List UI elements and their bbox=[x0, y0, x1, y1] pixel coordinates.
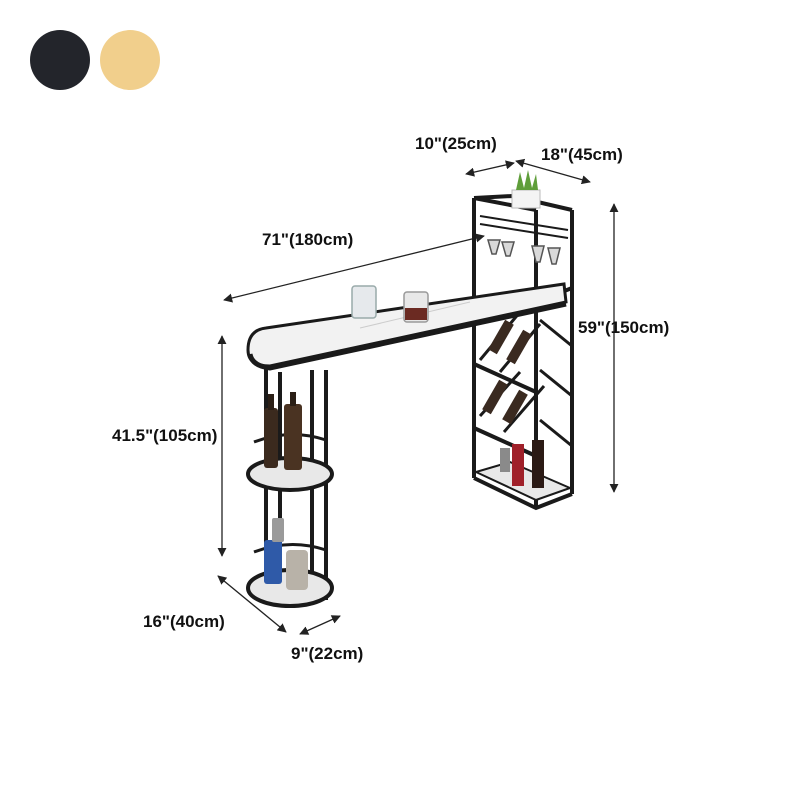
dimension-lines bbox=[217, 158, 619, 635]
glass-rack bbox=[479, 215, 569, 239]
dim-line-tower-depth bbox=[515, 158, 591, 185]
dim-label-counter-height: 41.5"(105cm) bbox=[112, 426, 218, 445]
dim-label-total-height: 59"(150cm) bbox=[578, 318, 670, 337]
rack-bottles bbox=[482, 319, 544, 488]
counter-glasses bbox=[351, 285, 429, 323]
dim-line-length bbox=[223, 233, 485, 303]
counter-top-edge bbox=[247, 301, 567, 371]
dim-label-tower-depth: 18"(45cm) bbox=[541, 145, 623, 164]
dim-label-length: 71"(180cm) bbox=[262, 230, 354, 249]
dim-label-base-width: 16"(40cm) bbox=[143, 612, 225, 631]
dim-label-shelf-depth: 10"(25cm) bbox=[415, 134, 497, 153]
dim-line-base-width bbox=[217, 575, 287, 633]
dim-label-base-depth: 9"(22cm) bbox=[291, 644, 364, 663]
dim-line-base-depth bbox=[299, 615, 341, 635]
color-swatch-black[interactable] bbox=[30, 30, 90, 90]
potted-plant bbox=[511, 170, 541, 209]
color-swatch-gold[interactable] bbox=[100, 30, 160, 90]
left-shelf-bottles bbox=[264, 392, 308, 590]
hanging-glasses bbox=[487, 239, 561, 265]
dim-line-shelf-depth bbox=[465, 160, 515, 177]
